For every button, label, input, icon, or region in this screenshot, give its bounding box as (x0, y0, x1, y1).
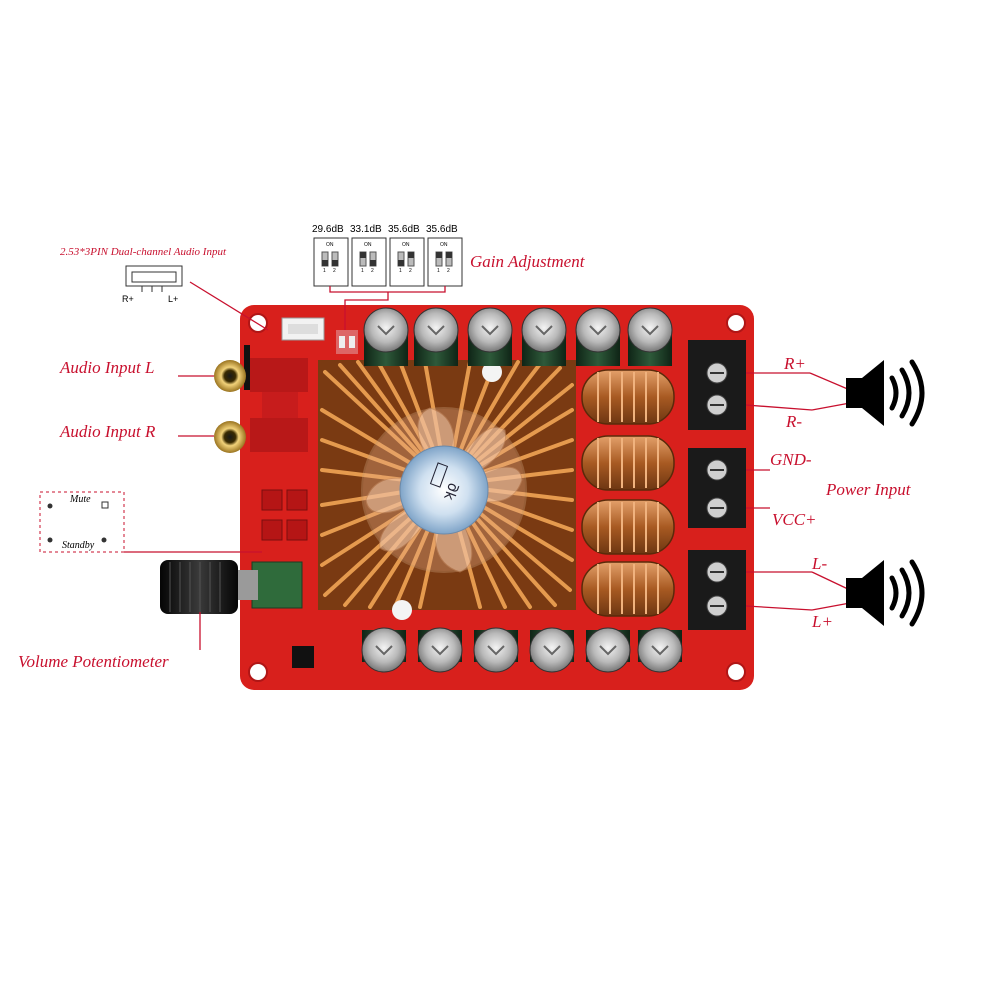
speaker-right-icon (846, 359, 925, 427)
audio-input-l-label: Audio Input L (60, 358, 155, 377)
output-l-minus-label: L- (812, 554, 828, 573)
header-pin-l-plus: L+ (168, 294, 179, 304)
gain-switch-num-1b: 2 (333, 268, 336, 274)
output-l-plus-label: L+ (812, 612, 833, 631)
gain-setting-1: 29.6dB (312, 224, 344, 235)
cooling-fan-icon: ʞϱ (361, 407, 527, 573)
header-pin-callout (125, 265, 183, 292)
gain-switch-num-1a: 1 (323, 268, 326, 274)
rca-input-jacks (214, 358, 308, 453)
output-r-plus-label: R+ (784, 354, 806, 373)
board-dip-switch (336, 330, 358, 354)
volume-potentiometer-label: Volume Potentiometer (18, 652, 169, 671)
gain-setting-2: 33.1dB (350, 224, 382, 235)
gain-switch-num-3a: 1 (399, 268, 402, 274)
leader-lines (124, 281, 851, 650)
standby-label: Standby (62, 540, 95, 551)
mute-label: Mute (70, 494, 91, 505)
gain-switch-num-2b: 2 (371, 268, 374, 274)
gain-switch-num-4a: 1 (437, 268, 440, 274)
gain-switch-on-3: ON (402, 242, 410, 248)
gain-adjustment-label: Gain Adjustment (470, 252, 585, 271)
top-capacitors (363, 307, 673, 366)
gnd-minus-label: GND- (770, 450, 812, 469)
mute-standby-callout (39, 491, 125, 553)
output-r-minus-label: R- (786, 412, 803, 431)
mute-standby-pads (261, 489, 308, 541)
gain-switch-num-4b: 2 (447, 268, 450, 274)
gain-switch-num-3b: 2 (409, 268, 412, 274)
audio-input-r-label: Audio Input R (60, 422, 156, 441)
gain-switch-num-2a: 1 (361, 268, 364, 274)
small-ic (292, 646, 314, 668)
header-pin-connector (281, 317, 325, 341)
gain-switch-on-1: ON (326, 242, 334, 248)
bottom-capacitors (361, 627, 683, 673)
gain-setting-4: 35.6dB (426, 224, 458, 235)
inductors (581, 369, 675, 617)
header-pin-title: 2.53*3PIN Dual-channel Audio Input (60, 246, 226, 258)
volume-knob-icon (160, 560, 303, 614)
gain-setting-3: 35.6dB (388, 224, 420, 235)
gain-switch-callouts (313, 237, 463, 287)
vcc-plus-label: VCC+ (772, 510, 817, 529)
power-input-label: Power Input (826, 480, 911, 499)
svg-text:ʞϱ: ʞϱ (439, 480, 460, 503)
header-pin-r-plus: R+ (122, 294, 134, 304)
speaker-left-icon (846, 559, 925, 627)
gain-switch-on-2: ON (364, 242, 372, 248)
terminal-blocks (688, 340, 746, 630)
gain-switch-on-4: ON (440, 242, 448, 248)
